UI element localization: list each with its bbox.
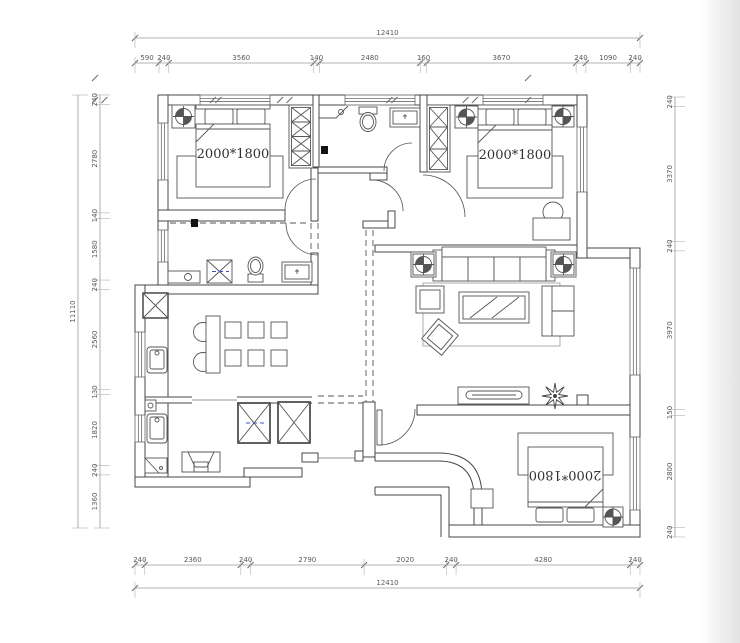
svg-text:240: 240 [666,239,674,252]
page-edge-shade [700,0,740,643]
svg-text:2790: 2790 [298,556,316,564]
svg-text:1820: 1820 [91,421,99,439]
switch-mark-bath2 [191,219,198,227]
svg-text:240: 240 [666,526,674,539]
svg-text:160: 160 [417,54,430,62]
dimension-chains: 590 240 3560 140 2480 160 3670 240 1090 240 12410 2… [69,29,685,598]
svg-text:240: 240 [628,54,641,62]
bedroom3-furniture: 2000*1800 [470,432,624,528]
svg-text:240: 240 [133,556,146,564]
bed2-size-label: 2000*1800 [479,148,552,163]
svg-text:240: 240 [157,54,170,62]
svg-text:1090: 1090 [599,54,617,62]
svg-text:140: 140 [91,209,99,222]
svg-text:240: 240 [628,556,641,564]
svg-text:590: 590 [140,54,153,62]
bathroom1-fixtures [319,105,421,132]
door-entry [378,408,416,446]
svg-text:3560: 3560 [232,54,250,62]
bed1-size-label: 2000*1800 [197,147,270,162]
plant [541,382,569,410]
window-bed2-right [576,126,588,193]
window-living-right [629,267,641,376]
svg-text:1360: 1360 [91,493,99,511]
svg-text:3970: 3970 [666,321,674,339]
svg-text:240: 240 [91,278,99,291]
svg-text:12410: 12410 [376,579,398,587]
dashed-lines [170,146,374,404]
dining-furniture [142,292,288,397]
svg-text:240: 240 [239,556,252,564]
switch-mark-bath1 [321,146,328,154]
svg-text:2020: 2020 [396,556,414,564]
svg-text:150: 150 [666,406,674,419]
duct-shafts [237,401,311,444]
kitchen-fixtures [144,399,221,477]
svg-text:2560: 2560 [91,331,99,349]
svg-text:240: 240 [574,54,587,62]
svg-text:2780: 2780 [91,150,99,168]
svg-text:3370: 3370 [666,165,674,183]
door-bed2 [422,174,466,218]
window-bath1-top [344,94,416,106]
living-furniture [410,246,577,410]
window-bed2-top [482,94,544,106]
door-entry-leaf [376,409,383,446]
door-corridor [371,179,404,212]
svg-text:240: 240 [91,93,99,106]
svg-text:2360: 2360 [184,556,202,564]
door-bath2 [285,222,319,256]
svg-text:2800: 2800 [666,463,674,481]
svg-text:2480: 2480 [361,54,379,62]
svg-text:240: 240 [666,95,674,108]
svg-text:240: 240 [444,556,457,564]
svg-text:11110: 11110 [69,300,77,322]
window-bath2-left [157,229,169,263]
bedroom2-furniture: 2000*1800 [426,104,575,241]
svg-text:1580: 1580 [91,240,99,258]
doors [284,142,466,446]
svg-text:130: 130 [91,385,99,398]
svg-text:4280: 4280 [534,556,552,564]
window-kitchen-left [134,414,146,443]
svg-text:12410: 12410 [376,29,398,37]
door-bath1 [383,142,413,172]
bed3-size-label: 2000*1800 [529,467,602,482]
svg-text:3670: 3670 [493,54,511,62]
windows [134,94,641,511]
window-bed1-left [157,122,169,181]
bathroom2-fixtures [167,256,313,284]
svg-text:140: 140 [310,54,323,62]
door-bed1 [284,178,317,211]
svg-text:240: 240 [91,464,99,477]
bedroom1-furniture: 2000*1800 [171,104,314,199]
window-dining-left [134,331,146,378]
window-bed3-right [629,436,641,511]
window-bed1-top [199,94,271,106]
